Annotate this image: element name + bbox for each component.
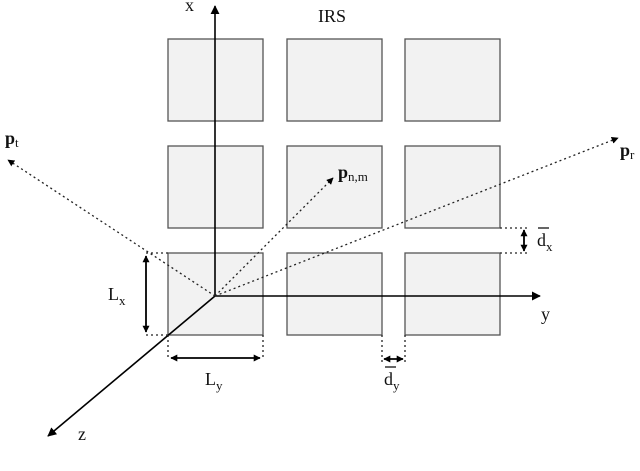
x-axis-label: x: [185, 0, 194, 15]
irs-element-r1c2: [286, 38, 383, 122]
dx-dimension: [500, 227, 528, 254]
irs-element-grid: [167, 38, 501, 336]
y-axis-label: y: [541, 304, 550, 324]
irs-title: IRS: [318, 6, 346, 26]
pt-vector: [7, 159, 216, 297]
z-axis: [47, 295, 216, 437]
irs-element-r2c3: [404, 145, 501, 229]
lx-label: Lx: [108, 284, 126, 308]
irs-element-r3c3: [404, 252, 501, 336]
ly-label: Ly: [205, 369, 223, 393]
lx-dimension: [142, 252, 168, 336]
irs-element-r3c2: [286, 252, 383, 336]
dy-dimension: [381, 335, 406, 364]
irs-element-r2c2: [286, 145, 383, 229]
pt-label: pt: [5, 128, 19, 150]
z-axis-label: z: [78, 424, 86, 444]
irs-element-r1c3: [404, 38, 501, 122]
dy-label: dy: [384, 369, 400, 393]
pr-vector: [214, 137, 619, 297]
ly-dimension: [167, 335, 264, 362]
dx-label: dx: [537, 230, 553, 254]
pnm-label: pn,m: [338, 162, 368, 184]
pr-label: pr: [620, 140, 635, 162]
